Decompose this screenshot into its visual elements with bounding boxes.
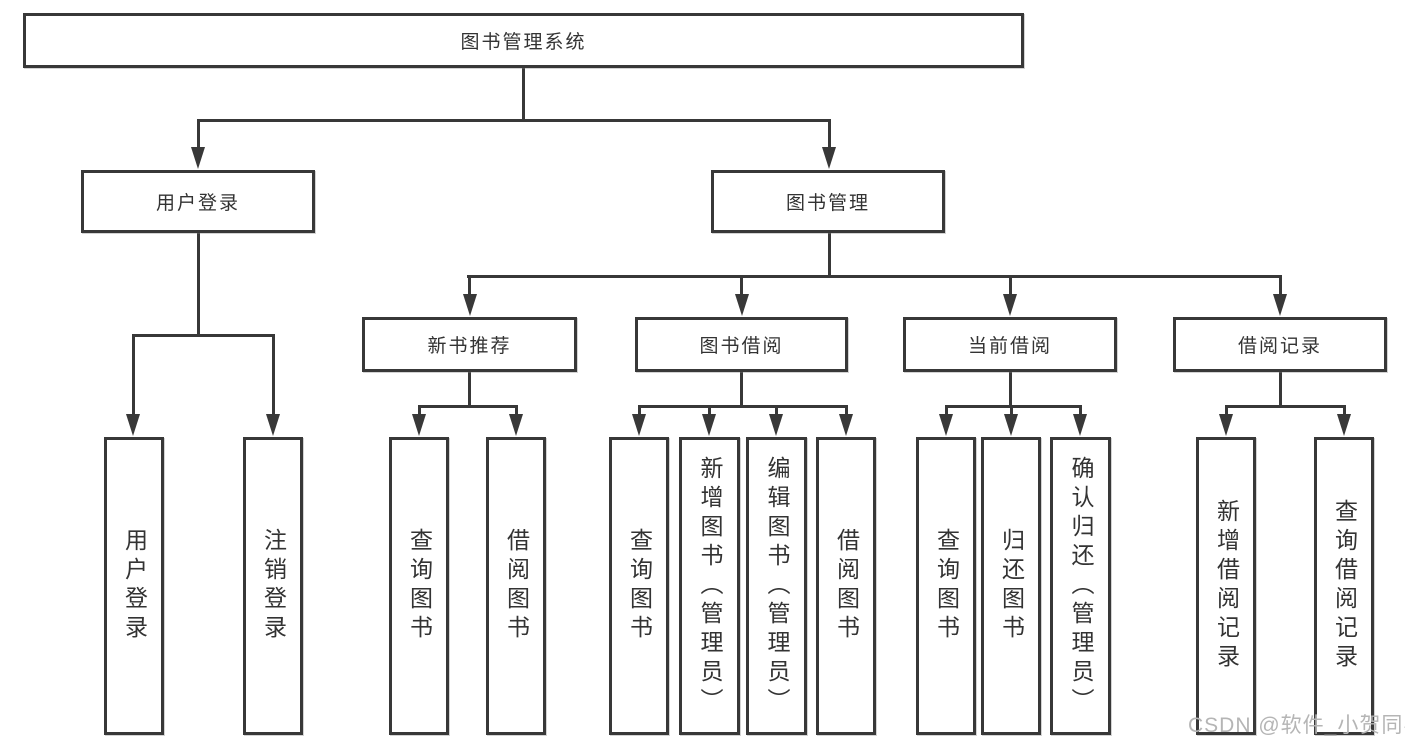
node-borrowing-records-label: 借阅记录 xyxy=(1237,336,1322,357)
node-user-login: 用户登录 xyxy=(81,170,315,233)
arrow-down-icon xyxy=(126,414,140,436)
connector-drop-leaf xyxy=(1009,404,1013,417)
leaf-borrowing-borrow-books-label: 借阅图书 xyxy=(833,528,860,644)
connector-drop-leaf xyxy=(637,404,641,417)
leaf-borrowing-add-books-admin: 新增图书（管理员） xyxy=(679,437,740,735)
leaf-user-login-label: 用户登录 xyxy=(121,528,148,644)
leaf-borrowing-query-books-label: 查询图书 xyxy=(626,528,653,644)
arrow-down-icon xyxy=(509,414,523,436)
arrow-down-icon xyxy=(1004,414,1018,436)
leaf-borrowing-add-books-admin-label: 新增图书（管理员） xyxy=(697,455,723,717)
arrow-down-icon xyxy=(1073,414,1087,436)
node-book-management: 图书管理 xyxy=(711,170,945,233)
leaf-records-add-record-label: 新增借阅记录 xyxy=(1213,499,1240,673)
leaf-current-return-books-label: 归还图书 xyxy=(998,528,1025,644)
connector-drop-section xyxy=(1278,274,1282,296)
connector-user-login-stem xyxy=(196,233,200,335)
node-borrowing-records: 借阅记录 xyxy=(1173,317,1387,372)
arrow-down-icon xyxy=(769,414,783,436)
leaf-borrowing-edit-books-admin: 编辑图书（管理员） xyxy=(746,437,807,735)
connector-drop-leaf xyxy=(1342,404,1346,417)
arrow-down-icon xyxy=(191,147,205,169)
leaf-recommend-borrow-books-label: 借阅图书 xyxy=(503,528,530,644)
leaf-current-confirm-return-admin-label: 确认归还（管理员） xyxy=(1068,455,1094,717)
connector-drop-leaf xyxy=(1078,404,1082,417)
node-book-borrowing: 图书借阅 xyxy=(635,317,848,372)
node-new-book-recommend: 新书推荐 xyxy=(362,317,577,372)
connector-drop-leaf xyxy=(944,404,948,417)
leaf-logout-label: 注销登录 xyxy=(260,528,287,644)
connector-section-stem xyxy=(1008,372,1012,406)
connector-section-bus xyxy=(637,404,848,408)
connector-drop-user-login xyxy=(196,118,200,150)
leaf-logout: 注销登录 xyxy=(243,437,303,735)
leaf-borrowing-borrow-books: 借阅图书 xyxy=(816,437,876,735)
connector-drop-leaf xyxy=(417,404,421,417)
arrow-down-icon xyxy=(1219,414,1233,436)
leaf-user-login: 用户登录 xyxy=(104,437,164,735)
arrow-down-icon xyxy=(266,414,280,436)
arrow-down-icon xyxy=(702,414,716,436)
connector-drop-section xyxy=(468,274,471,296)
node-user-login-label: 用户登录 xyxy=(155,193,240,214)
connector-section-bus xyxy=(1224,404,1346,408)
leaf-recommend-query-books: 查询图书 xyxy=(389,437,449,735)
node-root: 图书管理系统 xyxy=(23,13,1024,68)
node-new-book-recommend-label: 新书推荐 xyxy=(427,336,512,357)
connector-section-bus xyxy=(417,404,518,408)
connector-drop-leaf xyxy=(514,404,518,417)
connector-section-stem xyxy=(740,372,743,406)
connector-drop-leaf xyxy=(774,404,778,417)
connector-drop-leaf xyxy=(1224,404,1228,417)
node-current-borrowing: 当前借阅 xyxy=(903,317,1117,372)
node-root-label: 图书管理系统 xyxy=(460,32,587,53)
arrow-down-icon xyxy=(1337,414,1351,436)
connector-user-login-bus xyxy=(131,333,275,337)
node-book-borrowing-label: 图书借阅 xyxy=(699,336,784,357)
connector-root-stem xyxy=(521,68,525,121)
connector-drop-section xyxy=(740,274,743,296)
connector-section-stem xyxy=(468,372,471,406)
leaf-borrowing-edit-books-admin-label: 编辑图书（管理员） xyxy=(764,455,790,717)
node-book-management-label: 图书管理 xyxy=(785,193,870,214)
leaf-current-return-books: 归还图书 xyxy=(981,437,1041,735)
leaf-records-add-record: 新增借阅记录 xyxy=(1196,437,1256,735)
connector-drop-book-mgmt xyxy=(827,118,831,150)
leaf-current-confirm-return-admin: 确认归还（管理员） xyxy=(1050,437,1111,735)
connector-drop-leaf xyxy=(271,333,275,416)
connector-book-mgmt-stem xyxy=(827,233,831,277)
connector-drop-leaf xyxy=(844,404,848,417)
connector-drop-section xyxy=(1008,274,1012,296)
connector-section-bus xyxy=(944,404,1082,408)
arrow-down-icon xyxy=(1273,294,1287,316)
arrow-down-icon xyxy=(822,147,836,169)
leaf-recommend-query-books-label: 查询图书 xyxy=(406,528,433,644)
leaf-borrowing-query-books: 查询图书 xyxy=(609,437,669,735)
watermark: CSDN @软件_小贺同学 xyxy=(1188,714,1405,737)
leaf-records-query-record: 查询借阅记录 xyxy=(1314,437,1374,735)
arrow-down-icon xyxy=(839,414,853,436)
leaf-current-query-books: 查询图书 xyxy=(916,437,976,735)
arrow-down-icon xyxy=(412,414,426,436)
node-current-borrowing-label: 当前借阅 xyxy=(967,336,1052,357)
arrow-down-icon xyxy=(1003,294,1017,316)
leaf-recommend-borrow-books: 借阅图书 xyxy=(486,437,546,735)
arrow-down-icon xyxy=(632,414,646,436)
leaf-records-query-record-label: 查询借阅记录 xyxy=(1331,499,1358,673)
connector-book-mgmt-bus xyxy=(466,274,1282,278)
connector-root-bus xyxy=(196,118,831,122)
connector-section-stem xyxy=(1278,372,1282,406)
connector-drop-leaf xyxy=(131,333,135,416)
connector-drop-leaf xyxy=(707,404,711,417)
arrow-down-icon xyxy=(734,294,749,316)
arrow-down-icon xyxy=(462,294,477,316)
arrow-down-icon xyxy=(939,414,953,436)
leaf-current-query-books-label: 查询图书 xyxy=(933,528,960,644)
